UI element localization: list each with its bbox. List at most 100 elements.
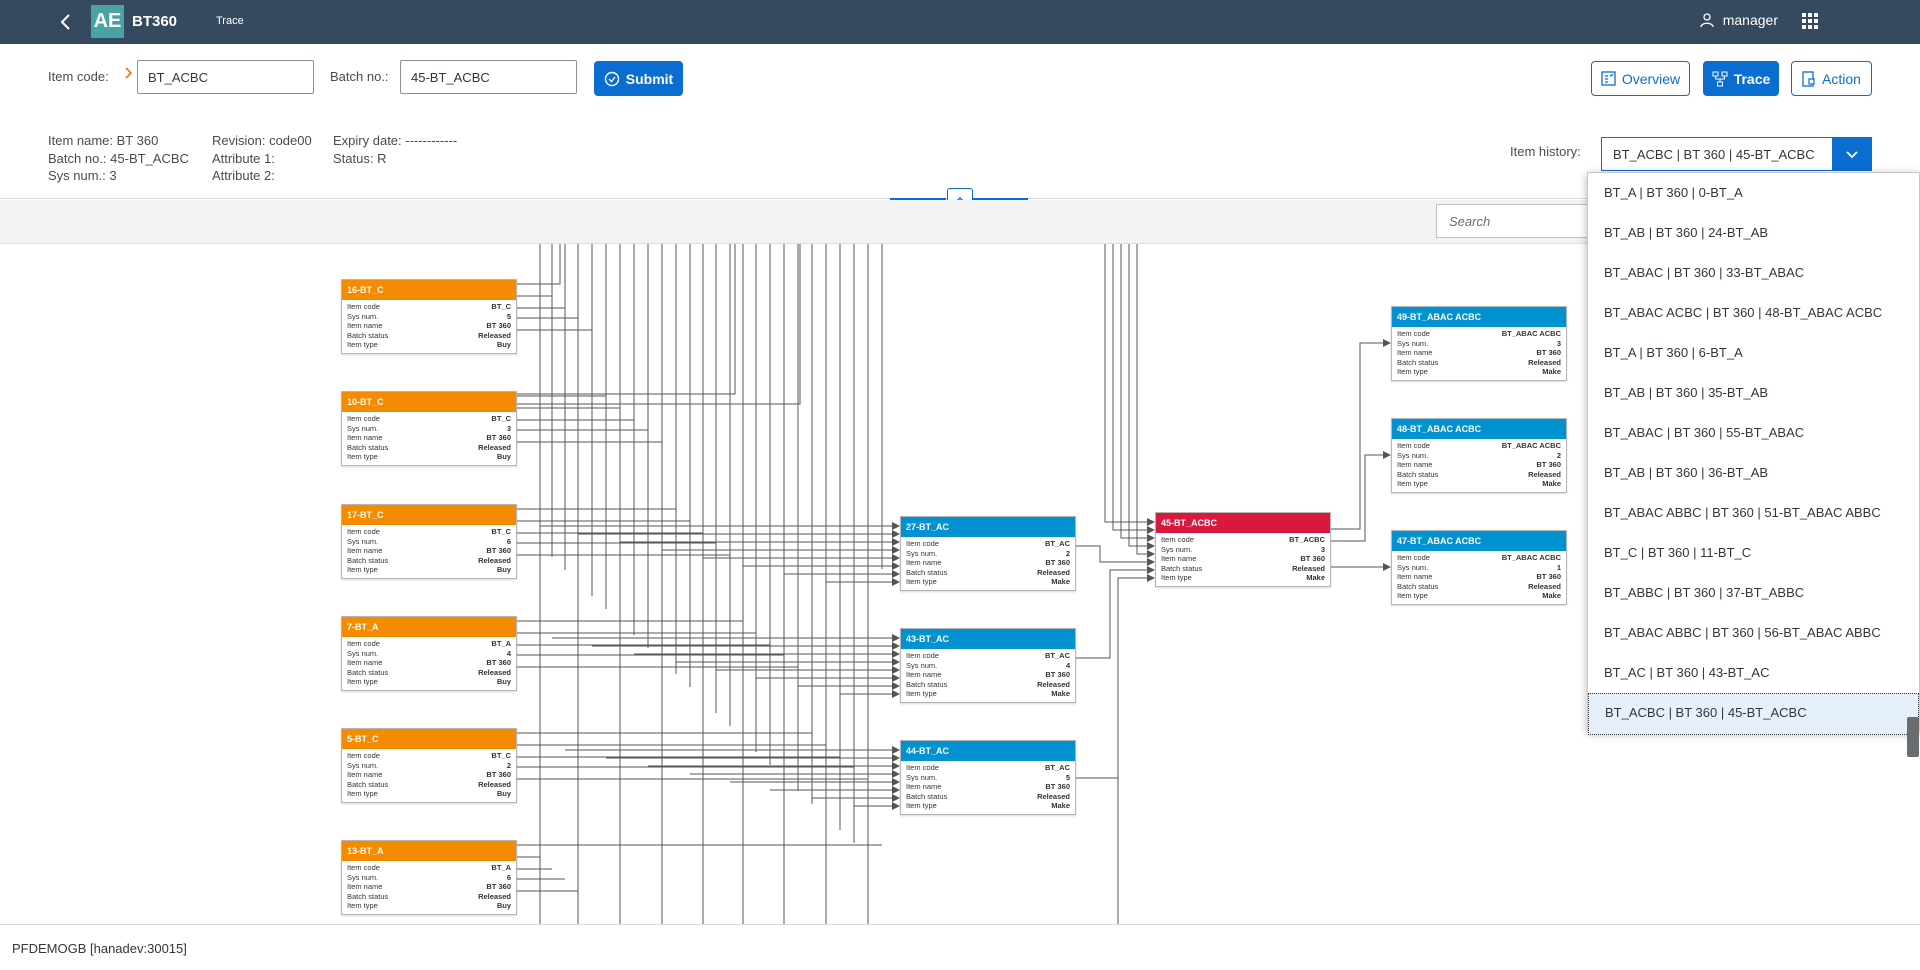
node-title: 13-BT_A: [342, 841, 516, 861]
node-title: 5-BT_C: [342, 729, 516, 749]
overview-icon: [1601, 71, 1616, 86]
info-item-name: Item name: BT 360: [48, 133, 159, 148]
node-title: 10-BT_C: [342, 392, 516, 412]
history-option[interactable]: BT_C | BT 360 | 11-BT_C: [1604, 545, 1752, 560]
chevron-down-icon[interactable]: [1832, 137, 1872, 171]
history-option[interactable]: BT_ABAC | BT 360 | 33-BT_ABAC: [1604, 265, 1805, 280]
history-option[interactable]: BT_ABAC | BT 360 | 55-BT_ABAC: [1604, 425, 1805, 440]
node-field-label: Item code: [347, 302, 380, 311]
action-icon: [1802, 70, 1815, 87]
node-field-label: Item type: [906, 577, 937, 586]
history-option[interactable]: BT_ACBC | BT 360 | 45-BT_ACBC: [1588, 693, 1919, 735]
node-field-value: 3: [1556, 338, 1561, 348]
node-field-row: Sys num.4: [347, 649, 511, 659]
history-option[interactable]: BT_A | BT 360 | 0-BT_A: [1604, 185, 1743, 200]
action-button[interactable]: Action: [1791, 61, 1872, 96]
node-title: 43-BT_AC: [901, 629, 1075, 649]
dropdown-scrollbar[interactable]: [1907, 717, 1919, 757]
node-field-label: Item type: [1397, 367, 1428, 376]
node-field-value: Buy: [496, 901, 511, 910]
history-option[interactable]: BT_A | BT 360 | 6-BT_A: [1604, 345, 1743, 360]
overview-button[interactable]: Overview: [1591, 61, 1690, 96]
node-title: 45-BT_ACBC: [1156, 513, 1330, 533]
info-column-3: Expiry date: ------------ Status: R: [333, 132, 457, 167]
node-field-label: Item type: [906, 689, 937, 698]
node-field-value: Released: [478, 891, 511, 901]
edge-arrow-icon: [1147, 558, 1155, 566]
user-menu[interactable]: manager: [1700, 12, 1778, 28]
trace-icon: [1712, 71, 1728, 86]
search-input[interactable]: Search: [1436, 204, 1596, 238]
app-title: BT360: [132, 13, 178, 30]
app-grid-icon[interactable]: [1802, 13, 1818, 34]
batch-input[interactable]: 45-BT_ACBC: [400, 60, 577, 94]
trace-button[interactable]: Trace: [1703, 61, 1779, 96]
history-option[interactable]: BT_AC | BT 360 | 43-BT_AC: [1604, 665, 1770, 680]
history-option[interactable]: BT_AB | BT 360 | 24-BT_AB: [1604, 225, 1769, 240]
node-field-value: Released: [478, 330, 511, 340]
node-field-label: Sys num.: [1397, 338, 1429, 348]
node-title: 7-BT_A: [342, 617, 516, 637]
item-history-select[interactable]: BT_ACBC | BT 360 | 45-BT_ACBC: [1601, 137, 1872, 171]
item-code-input[interactable]: BT_ACBC: [137, 60, 314, 94]
back-icon[interactable]: [56, 10, 76, 34]
edge-line: [515, 244, 561, 285]
node-field-value: BT 360: [1536, 460, 1561, 469]
info-status: Status: R: [333, 150, 387, 166]
node-field-label: Sys num.: [347, 423, 379, 433]
node-field-label: Item name: [347, 546, 383, 555]
submit-button[interactable]: Submit: [594, 61, 683, 96]
node-field-label: Sys num.: [906, 772, 938, 782]
node-field-label: Sys num.: [347, 311, 379, 321]
history-option[interactable]: BT_AB | BT 360 | 35-BT_AB: [1604, 385, 1769, 400]
history-option[interactable]: BT_ABAC ABBC | BT 360 | 51-BT_ABAC ABBC: [1604, 505, 1881, 520]
history-option[interactable]: BT_ABAC ABBC | BT 360 | 56-BT_ABAC ABBC: [1604, 625, 1881, 640]
node-field-label: Batch status: [1397, 357, 1439, 367]
node-field-label: Batch status: [347, 667, 389, 677]
connection-info: PFDEMOGB [hanadev:30015]: [12, 941, 187, 956]
edge-arrow-icon: [892, 642, 900, 650]
node-field-value: BT_ABAC ACBC: [1501, 441, 1561, 450]
history-option[interactable]: BT_ABAC ACBC | BT 360 | 48-BT_ABAC ACBC: [1604, 305, 1883, 320]
node-field-label: Batch status: [1397, 469, 1439, 479]
item-history-dropdown[interactable]: BT_A | BT 360 | 0-BT_A BT_AB | BT 360 | 2…: [1587, 172, 1920, 757]
edge-arrow-icon: [892, 578, 900, 586]
history-option[interactable]: BT_ABBC | BT 360 | 37-BT_ABBC: [1604, 585, 1805, 600]
edge-line: [1136, 244, 1147, 555]
node-field-row: Sys num.2: [906, 549, 1070, 559]
edge-arrow-icon: [892, 746, 900, 754]
history-option[interactable]: BT_AB | BT 360 | 36-BT_AB: [1604, 465, 1769, 480]
edge-arrow-icon: [1383, 451, 1391, 459]
edge-line: [1128, 244, 1147, 547]
node-field-value: Released: [1037, 567, 1070, 577]
node-field-label: Item code: [1397, 441, 1430, 450]
